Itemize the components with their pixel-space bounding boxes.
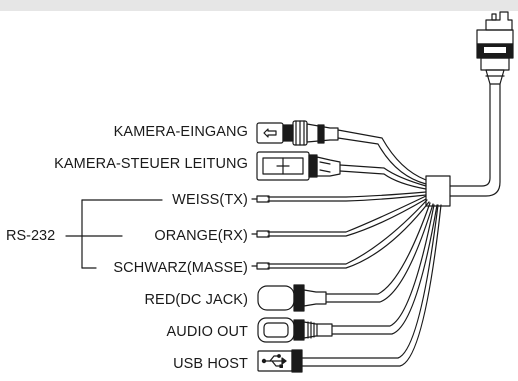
control-cable-connector bbox=[256, 151, 341, 181]
label-red-dc-jack: RED(DC JACK) bbox=[144, 292, 248, 308]
label-audio-out: AUDIO OUT bbox=[166, 324, 248, 340]
label-weiss-tx: WEISS(TX) bbox=[172, 192, 248, 208]
top-strip bbox=[0, 0, 518, 11]
usb-connector bbox=[257, 349, 303, 373]
label-kamera-steuer-leitung: KAMERA-STEUER LEITUNG bbox=[54, 156, 248, 172]
label-orange-rx: ORANGE(RX) bbox=[154, 228, 248, 244]
rs232-pigtail-plugs bbox=[251, 195, 270, 270]
splitter-sleeve bbox=[425, 175, 451, 207]
rs232-bracket bbox=[65, 199, 163, 269]
label-usb-host: USB HOST bbox=[173, 356, 248, 372]
label-kamera-eingang: KAMERA-EINGANG bbox=[113, 124, 248, 140]
rca-audio-connector bbox=[257, 317, 333, 343]
main-multi-pin-connector bbox=[476, 11, 514, 85]
dc-jack-connector bbox=[257, 284, 327, 312]
label-schwarz-masse: SCHWARZ(MASSE) bbox=[113, 260, 248, 276]
bnc-connector bbox=[256, 120, 339, 146]
main-trunk-cable bbox=[449, 83, 501, 197]
branch-cables bbox=[267, 129, 442, 367]
label-rs-232: RS-232 bbox=[6, 228, 56, 244]
